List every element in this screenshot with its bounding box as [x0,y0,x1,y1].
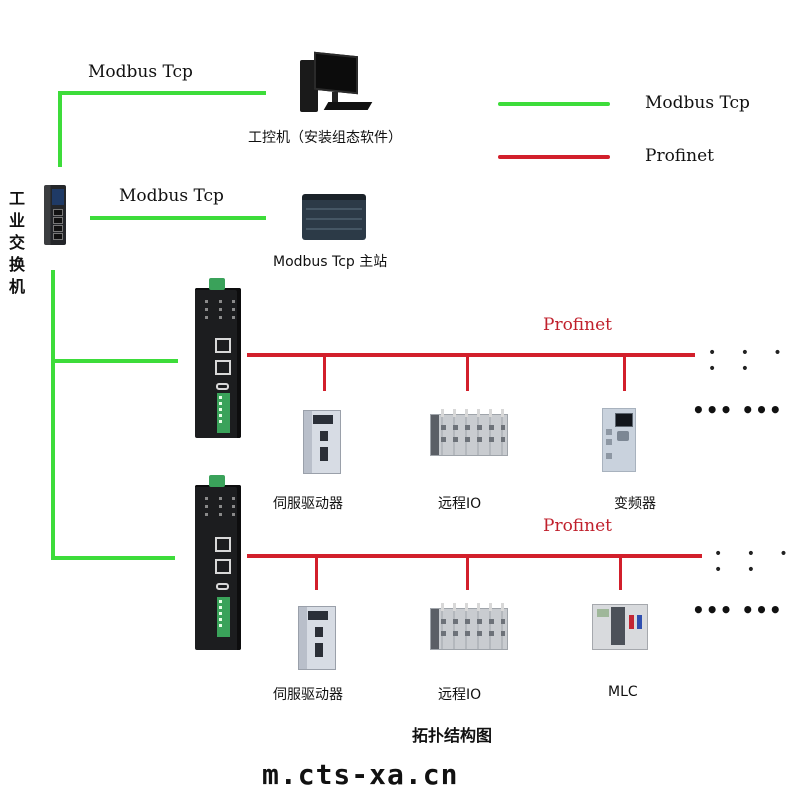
gateway-icon [195,475,241,650]
watermark: m.cts-xa.cn [262,758,459,791]
edge-label-modbus-master: Modbus Tcp [119,186,224,206]
legend-modbus-line [498,102,610,106]
profinet-drop-line [466,556,469,590]
switch-label-char: 交 [8,233,25,252]
profinet-drop-line [623,355,626,391]
profinet-bus-line [247,554,702,558]
more-devices-ellipsis: ••• ••• [692,398,783,422]
servo-drive-icon [303,410,341,474]
device-label: MLC [608,684,638,700]
legend-profinet-label: Profinet [645,146,714,166]
profinet-bus-label: Profinet [543,315,612,335]
more-devices-ellipsis: ••• ••• [692,598,783,622]
device-label: 伺服驱动器 [273,496,343,512]
ipc-label: 工控机（安装组态软件） [248,130,402,146]
bus-continuation-dots: • • • • • [714,546,798,578]
device-label: 远程IO [438,496,482,512]
modbus-line-to-gateway-2 [51,556,175,560]
profinet-drop-line [315,556,318,590]
switch-label-char: 机 [8,277,25,296]
profinet-bus-line [247,353,695,357]
legend-modbus-label: Modbus Tcp [645,93,750,113]
modbus-trunk-down [51,270,55,560]
profinet-drop-line [323,355,326,391]
legend-profinet-line [498,155,610,159]
servo-drive-icon [298,606,336,670]
profinet-drop-line [466,355,469,391]
switch-label: 工 业 交 换 机 [8,188,26,298]
master-label: Modbus Tcp 主站 [273,254,388,270]
profinet-drop-line [619,556,622,590]
plc-master-icon [302,194,366,240]
edge-label-modbus-ipc: Modbus Tcp [88,62,193,82]
modbus-line-to-ipc [58,91,266,95]
diagram-title: 拓扑结构图 [412,726,493,745]
gateway-icon [195,278,241,438]
device-label: 远程IO [438,687,482,703]
remote-io-icon [430,409,508,456]
modbus-line-to-gateway-1 [51,359,178,363]
mlc-icon [592,604,648,650]
modbus-line-switch-up [58,91,62,167]
switch-label-char: 业 [8,211,25,230]
bus-continuation-dots: • • • • • [708,345,792,377]
switch-label-char: 工 [8,189,25,208]
remote-io-icon [430,603,508,650]
device-label: 伺服驱动器 [273,687,343,703]
profinet-bus-label: Profinet [543,516,612,536]
switch-label-char: 换 [8,255,25,274]
industrial-switch-icon [44,185,66,245]
vfd-icon [602,408,636,472]
device-label: 变频器 [614,496,656,512]
industrial-pc-icon [300,51,373,114]
modbus-line-to-master [90,216,266,220]
